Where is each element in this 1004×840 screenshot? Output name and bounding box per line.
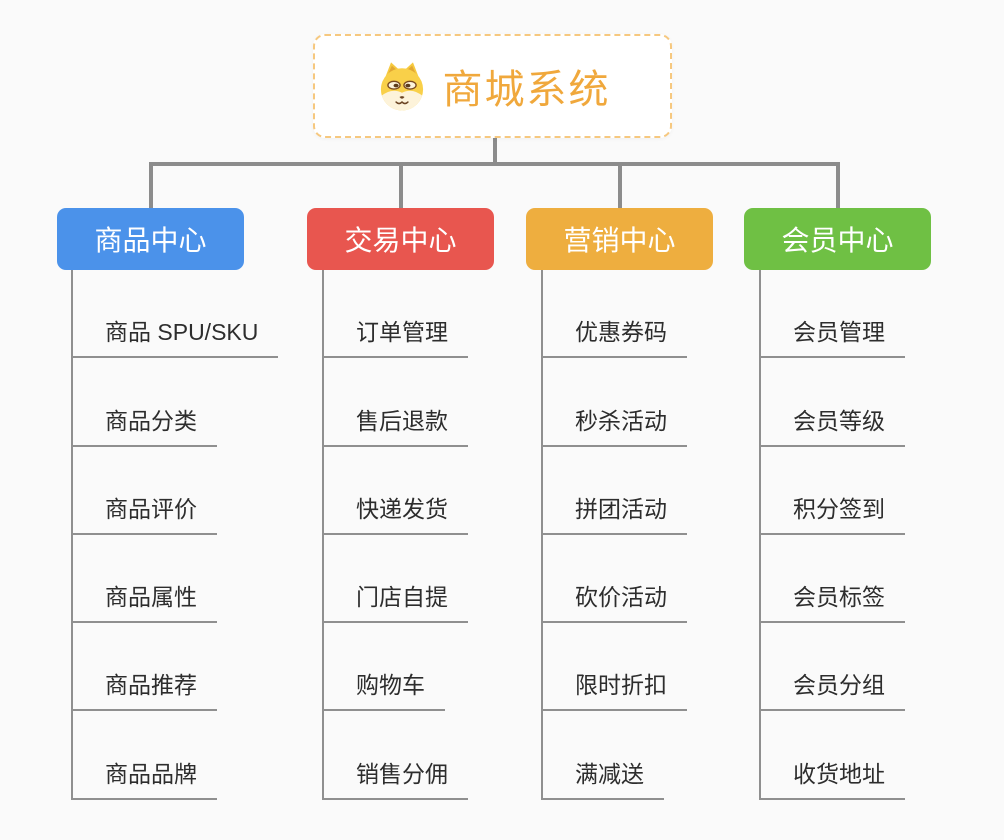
leaf-column-member: 会员管理 会员等级 积分签到 会员标签 会员分组 收货地址	[759, 270, 905, 800]
connector-root-stub	[493, 138, 497, 164]
leaf-node[interactable]: 商品 SPU/SKU	[71, 270, 279, 359]
connector-spine-product	[71, 270, 73, 800]
connector-drop-product	[149, 162, 153, 208]
leaf-node[interactable]: 会员等级	[759, 358, 905, 447]
leaf-node[interactable]: 购物车	[322, 623, 445, 712]
leaf-node[interactable]: 商品推荐	[71, 623, 217, 712]
connector-drop-trade	[399, 162, 403, 208]
root-node[interactable]: 商城系统	[313, 34, 672, 138]
leaf-column-trade: 订单管理 售后退款 快递发货 门店自提 购物车 销售分佣	[322, 270, 468, 800]
connector-spine-member	[759, 270, 761, 800]
leaf-node[interactable]: 秒杀活动	[541, 358, 687, 447]
branch-node-marketing-center[interactable]: 营销中心	[526, 208, 713, 270]
leaf-node[interactable]: 会员标签	[759, 535, 905, 624]
leaf-node[interactable]: 砍价活动	[541, 535, 687, 624]
leaf-node[interactable]: 会员分组	[759, 623, 905, 712]
leaf-node[interactable]: 会员管理	[759, 270, 905, 359]
connector-spine-marketing	[541, 270, 543, 800]
leaf-node[interactable]: 快递发货	[322, 447, 468, 535]
leaf-node[interactable]: 商品品牌	[71, 711, 217, 800]
branch-label: 交易中心	[344, 225, 457, 256]
branch-node-product-center[interactable]: 商品中心	[57, 208, 244, 270]
leaf-node[interactable]: 售后退款	[322, 358, 468, 447]
leaf-node[interactable]: 限时折扣	[541, 623, 687, 712]
branch-label: 会员中心	[781, 225, 894, 256]
leaf-node[interactable]: 商品评价	[71, 447, 217, 535]
connector-horizontal-bar	[149, 162, 840, 166]
connector-drop-marketing	[618, 162, 622, 208]
leaf-node[interactable]: 满减送	[541, 711, 664, 800]
branch-label: 商品中心	[94, 225, 207, 256]
leaf-node[interactable]: 商品属性	[71, 535, 217, 624]
branch-label: 营销中心	[563, 225, 676, 256]
leaf-node[interactable]: 商品分类	[71, 358, 217, 447]
leaf-node[interactable]: 积分签到	[759, 447, 905, 535]
leaf-column-marketing: 优惠券码 秒杀活动 拼团活动 砍价活动 限时折扣 满减送	[541, 270, 687, 800]
leaf-node[interactable]: 拼团活动	[541, 447, 687, 535]
leaf-column-product: 商品 SPU/SKU 商品分类 商品评价 商品属性 商品推荐 商品品牌	[71, 270, 279, 800]
branch-node-trade-center[interactable]: 交易中心	[307, 208, 494, 270]
root-title: 商城系统	[442, 68, 611, 112]
leaf-node[interactable]: 优惠券码	[541, 270, 687, 359]
leaf-node[interactable]: 订单管理	[322, 270, 468, 359]
connector-spine-trade	[322, 270, 324, 800]
leaf-node[interactable]: 销售分佣	[322, 711, 468, 800]
leaf-node[interactable]: 门店自提	[322, 535, 468, 624]
dog-face-icon	[380, 62, 423, 111]
connector-drop-member	[836, 162, 840, 208]
leaf-node[interactable]: 收货地址	[759, 711, 905, 800]
branch-node-member-center[interactable]: 会员中心	[744, 208, 931, 270]
